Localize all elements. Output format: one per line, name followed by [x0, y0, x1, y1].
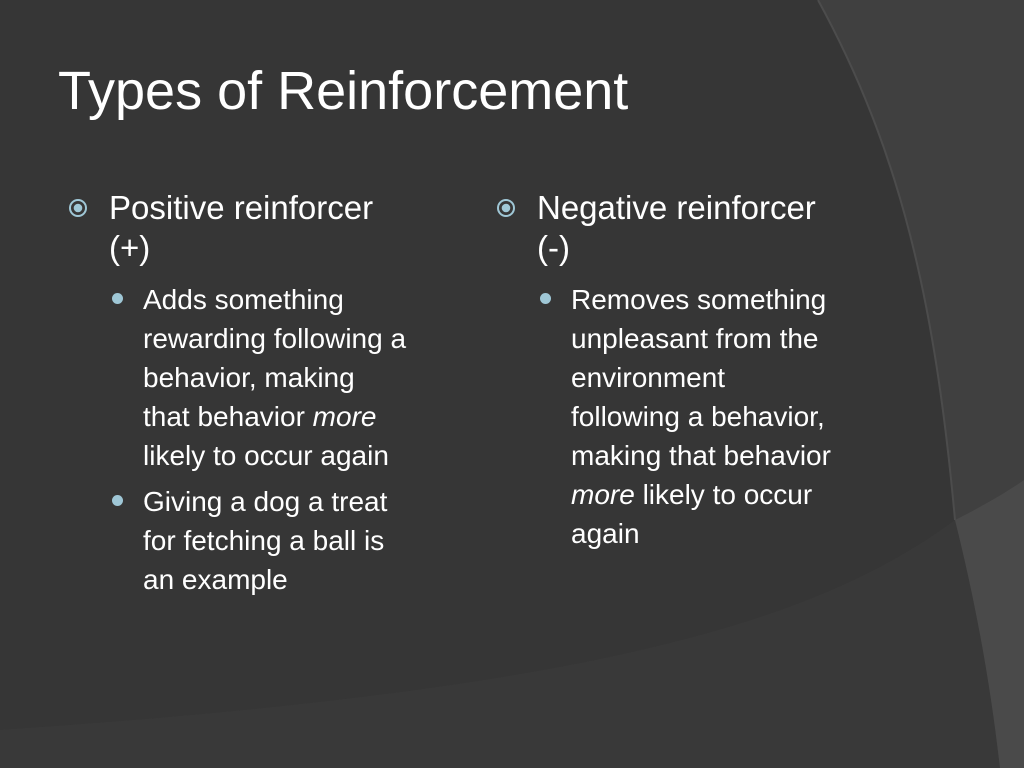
- list-item: Giving a dog a treat for fetching a ball…: [109, 482, 453, 599]
- text-line: rewarding following a: [143, 323, 407, 354]
- text-line: behavior, making: [143, 362, 355, 393]
- negative-reinforcer-column: Negative reinforcer (-) Removes somethin…: [496, 188, 886, 560]
- text-line: more likely to occur: [571, 475, 886, 514]
- list-item: Adds something rewarding following a beh…: [109, 280, 453, 475]
- positive-reinforcer-heading: Positive reinforcer (+): [68, 188, 453, 268]
- background-curve-line: [817, 0, 956, 521]
- text-line: Giving a dog a treat: [143, 486, 388, 517]
- text-line: unpleasant from the: [571, 323, 819, 354]
- list-item: Removes something unpleasant from the en…: [537, 280, 886, 553]
- bullet-dot-icon: [112, 293, 123, 304]
- text-line: making that behavior: [571, 440, 831, 471]
- background-dark-panel: [0, 0, 955, 730]
- text-line: that behavior more: [143, 397, 453, 436]
- text-line: following a behavior,: [571, 401, 825, 432]
- text-line: Removes something: [571, 284, 827, 315]
- positive-reinforcer-details: Adds something rewarding following a beh…: [68, 280, 453, 599]
- text-segment: likely to occur: [634, 479, 813, 510]
- negative-reinforcer-heading: Negative reinforcer (-): [496, 188, 886, 268]
- text-segment: that behavior: [143, 401, 313, 432]
- positive-reinforcer-column: Positive reinforcer (+) Adds something r…: [68, 188, 453, 606]
- background-right-wedge: [955, 480, 1024, 768]
- heading-line: Positive reinforcer: [109, 189, 374, 226]
- emphasis-text: more: [571, 479, 635, 510]
- text-line: for fetching a ball is: [143, 525, 385, 556]
- heading-line: (-): [537, 229, 570, 266]
- text-line: Adds something: [143, 284, 344, 315]
- text-line: again: [571, 518, 640, 549]
- text-line: environment: [571, 362, 726, 393]
- text-line: likely to occur again: [143, 440, 389, 471]
- background-lower-panel: [0, 520, 1000, 768]
- circled-dot-icon: [69, 199, 87, 217]
- bullet-dot-icon: [540, 293, 551, 304]
- heading-line: (+): [109, 229, 151, 266]
- bullet-dot-icon: [112, 495, 123, 506]
- slide-title: Types of Reinforcement: [58, 61, 629, 121]
- text-line: an example: [143, 564, 288, 595]
- circled-dot-icon: [497, 199, 515, 217]
- negative-reinforcer-details: Removes something unpleasant from the en…: [496, 280, 886, 553]
- emphasis-text: more: [312, 401, 377, 432]
- heading-line: Negative reinforcer: [537, 189, 816, 226]
